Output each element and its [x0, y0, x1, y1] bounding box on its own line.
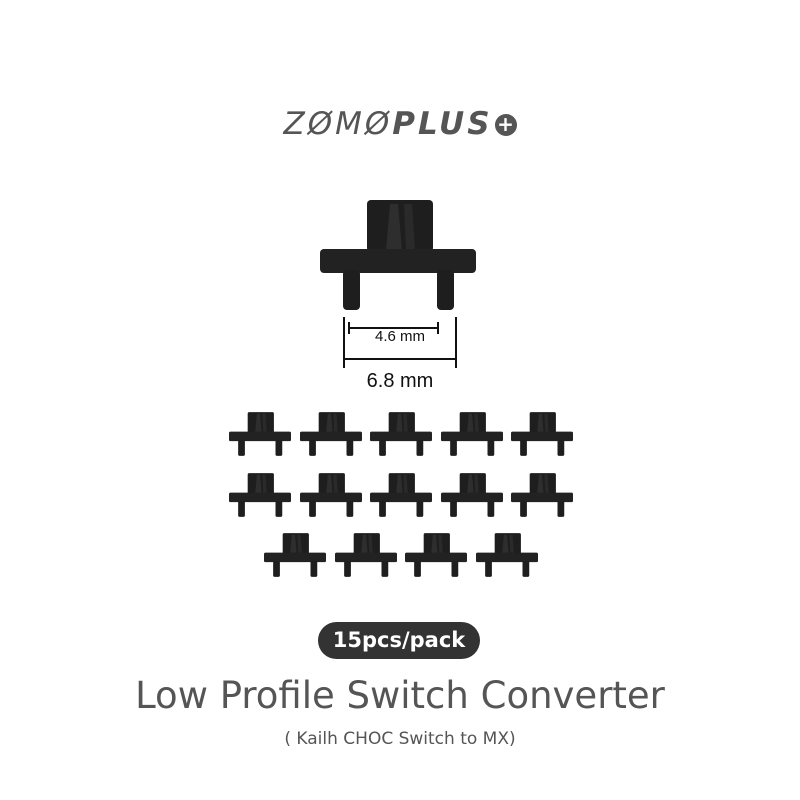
- converter-piece: [300, 473, 362, 517]
- converter-piece: [476, 533, 538, 577]
- dimension-lines: [343, 317, 457, 368]
- converter-piece: [370, 412, 432, 456]
- converter-piece: [511, 412, 573, 456]
- converter-main: [320, 200, 476, 310]
- converter-piece: [229, 473, 291, 517]
- converter-piece: [370, 473, 432, 517]
- logo-text-bold: PLUS: [392, 106, 493, 142]
- brand-logo: ZØMØPLUS+: [0, 106, 800, 142]
- product-subtitle: ( Kailh CHOC Switch to MX): [284, 729, 516, 749]
- converter-piece: [335, 533, 397, 577]
- product-title: Low Profile Switch Converter: [135, 674, 665, 717]
- converter-piece: [405, 533, 467, 577]
- logo-plus-icon: +: [494, 114, 517, 136]
- logo-text-light: ZØMØ: [283, 106, 393, 142]
- converter-piece: [441, 473, 503, 517]
- converter-piece: [511, 473, 573, 517]
- dimension-inner-label: 4.6 mm: [375, 328, 425, 345]
- quantity-badge: 15pcs/pack: [318, 622, 480, 659]
- converter-piece: [441, 412, 503, 456]
- converter-grid: [229, 412, 573, 577]
- converter-piece: [264, 533, 326, 577]
- converter-piece: [300, 412, 362, 456]
- dimension-outer-label: 6.8 mm: [367, 370, 434, 392]
- converter-piece: [229, 412, 291, 456]
